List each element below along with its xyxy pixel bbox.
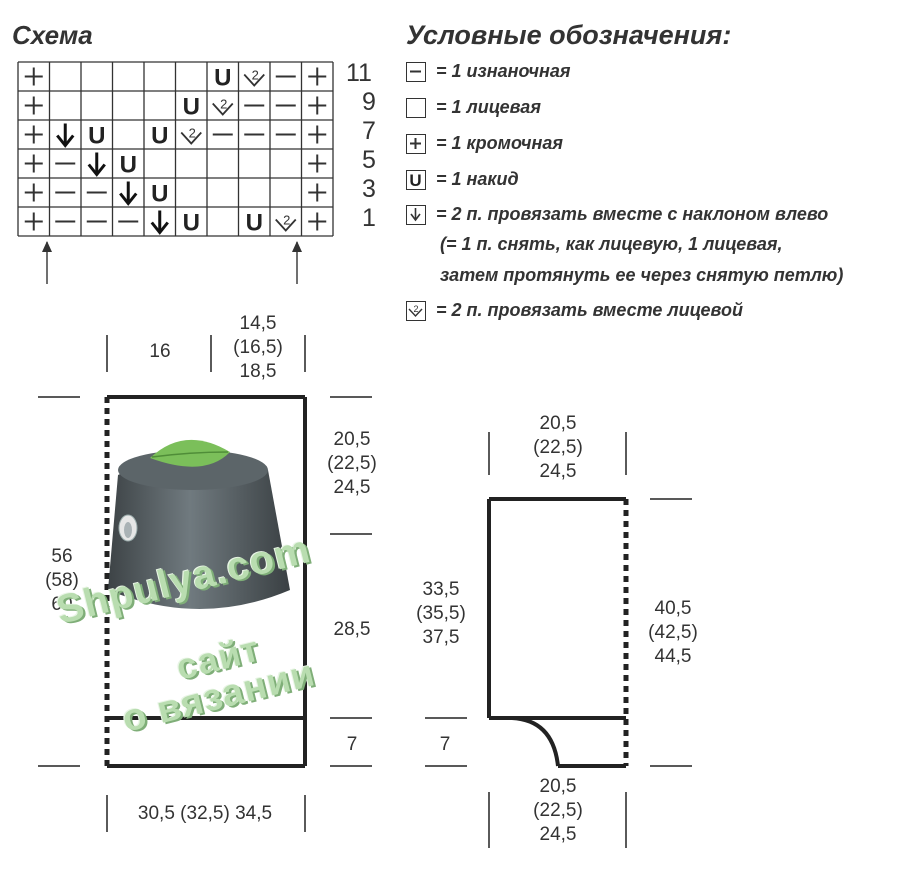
- grid-cell-U: U: [214, 65, 231, 92]
- grid-cell-k2: 2: [243, 68, 265, 87]
- svg-text:U: U: [120, 152, 137, 179]
- grid-cell-+: [24, 96, 43, 115]
- grid-cell-U: U: [120, 152, 137, 179]
- grid-cell-U: U: [246, 210, 263, 237]
- grid-cell-k2: 2: [275, 213, 297, 232]
- arrow-head: [42, 241, 52, 252]
- svg-text:2: 2: [189, 126, 196, 141]
- row-number: 11: [346, 59, 372, 87]
- grid-cell-U: U: [151, 181, 168, 208]
- svg-text:U: U: [409, 171, 421, 188]
- grid-cell-+: [24, 212, 43, 231]
- grid-cell-U: U: [88, 123, 105, 150]
- svg-text:2: 2: [252, 68, 259, 83]
- body-dim-left: 56 (58) 60: [45, 546, 79, 615]
- body-piece: [104, 395, 307, 768]
- grid-cell-v: [56, 123, 75, 148]
- legend-symbol-+: [406, 134, 426, 154]
- legend-symbol--: [406, 62, 426, 82]
- legend-text: (= 1 п. снять, как лицевую, 1 лицевая,: [440, 234, 783, 254]
- sleeve-dim-top: 20,5 (22,5) 24,5: [533, 413, 583, 482]
- svg-text:U: U: [183, 210, 200, 237]
- body-dim-right-mid: 28,5: [333, 619, 371, 640]
- legend-text: = 1 изнаночная: [436, 61, 571, 81]
- grid-cell-U: U: [151, 123, 168, 150]
- svg-text:U: U: [183, 94, 200, 121]
- grid-cell-k2: 2: [212, 97, 234, 116]
- row-number: 1: [362, 204, 376, 232]
- svg-text:U: U: [214, 65, 231, 92]
- body-dim-right-low: 7: [346, 734, 358, 755]
- yarn-cone-picture: [108, 439, 290, 609]
- body-dimension-ticks: [38, 335, 372, 832]
- legend-text: = 2 п. провязать вместе лицевой: [436, 300, 743, 320]
- svg-text:2: 2: [283, 213, 290, 228]
- body-dim-bottom: 30,5 (32,5) 34,5: [137, 803, 273, 824]
- grid-cell-+: [24, 125, 43, 144]
- grid-cell-+: [24, 183, 43, 202]
- sleeve-dim-left: 33,5 (35,5) 37,5: [416, 579, 466, 648]
- grid-cell-+: [308, 125, 327, 144]
- svg-text:U: U: [151, 123, 168, 150]
- body-dim-right-upper: 20,5 (22,5) 24,5: [327, 429, 377, 498]
- grid-cell-k2: 2: [180, 126, 202, 145]
- sleeve-dim-bottom: 20,5 (22,5) 24,5: [533, 776, 583, 845]
- svg-text:U: U: [246, 210, 263, 237]
- sleeve-dim-left-low: 7: [439, 734, 451, 755]
- legend-text: = 1 кромочная: [436, 133, 564, 153]
- grid-cell-+: [24, 67, 43, 86]
- grid-cell-v: [87, 152, 106, 177]
- grid-cell-U: U: [183, 210, 200, 237]
- chart-title: Схема: [12, 20, 93, 50]
- row-number: 9: [362, 88, 376, 116]
- row-number: 3: [362, 175, 376, 203]
- sleeve-dimension-ticks: [425, 432, 692, 848]
- svg-text:2: 2: [220, 97, 227, 112]
- grid-cell-v: [150, 210, 169, 235]
- row-number: 5: [362, 146, 376, 174]
- legend-title: Условные обозначения:: [406, 20, 732, 50]
- legend-symbol-U: U: [406, 170, 426, 190]
- legend-text: затем протянуть ее через снятую петлю): [440, 265, 844, 285]
- sleeve-dim-right: 40,5 (42,5) 44,5: [648, 598, 698, 667]
- svg-text:2: 2: [413, 304, 418, 314]
- row-number: 7: [362, 117, 376, 145]
- grid-cell-+: [308, 67, 327, 86]
- legend-symbol-k2: 2: [406, 301, 426, 321]
- svg-text:U: U: [88, 123, 105, 150]
- grid-cell-+: [308, 183, 327, 202]
- legend-text: = 1 лицевая: [436, 97, 541, 117]
- grid-cell-v: [119, 181, 138, 206]
- body-dim-top-left: 16: [149, 341, 171, 362]
- grid-cell-U: U: [183, 94, 200, 121]
- body-dim-top-right: 14,5 (16,5) 18,5: [233, 313, 283, 382]
- legend-symbol-knit: [406, 98, 426, 118]
- arrow-head: [292, 241, 302, 252]
- svg-text:U: U: [151, 181, 168, 208]
- grid-cell-+: [308, 212, 327, 231]
- grid-cell-+: [308, 96, 327, 115]
- legend-text: = 2 п. провязать вместе с наклоном влево: [436, 204, 829, 224]
- grid-cell-+: [24, 154, 43, 173]
- legend-symbol-v: [406, 205, 426, 225]
- grid-cell-+: [308, 154, 327, 173]
- sleeve-piece: [487, 497, 629, 768]
- legend-text: = 1 накид: [436, 169, 519, 189]
